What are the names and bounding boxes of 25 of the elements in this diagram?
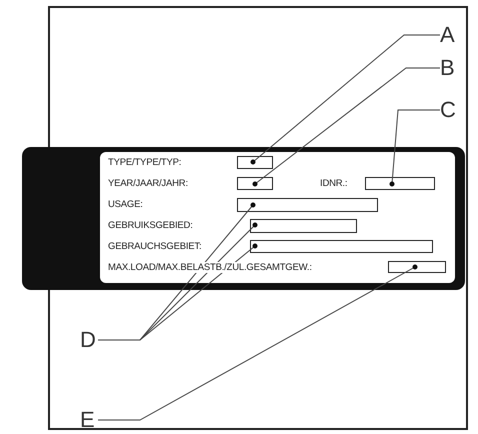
blank-field — [250, 240, 433, 253]
field-label: GEBRUIKSGEBIED: — [108, 220, 193, 231]
leader-line — [98, 244, 258, 340]
blank-field — [250, 219, 357, 233]
callout-letter: A — [440, 24, 455, 46]
blank-field — [237, 198, 378, 212]
type-plate — [22, 147, 465, 290]
blank-field — [365, 177, 435, 190]
leader-line — [250, 34, 440, 164]
callout-letter: C — [440, 99, 456, 121]
leader-line — [252, 68, 440, 186]
leader-line — [390, 110, 440, 186]
blank-field — [237, 156, 273, 169]
blank-field — [237, 177, 273, 190]
callout-letter: B — [440, 57, 455, 79]
callout-letter: E — [80, 409, 95, 431]
field-label: YEAR/JAAR/JAHR: — [108, 178, 188, 189]
field-label: IDNR.: — [320, 178, 348, 189]
field-label: TYPE/TYPE/TYP: — [108, 157, 182, 168]
field-label: USAGE: — [108, 199, 143, 210]
callout-letter: D — [80, 329, 96, 351]
leader-line — [98, 264, 418, 420]
blank-field — [388, 261, 446, 273]
field-label: GEBRAUCHSGEBIET: — [108, 241, 202, 252]
field-label: MAX.LOAD/MAX.BELASTB./ZUL.GESAMTGEW.: — [108, 262, 312, 273]
